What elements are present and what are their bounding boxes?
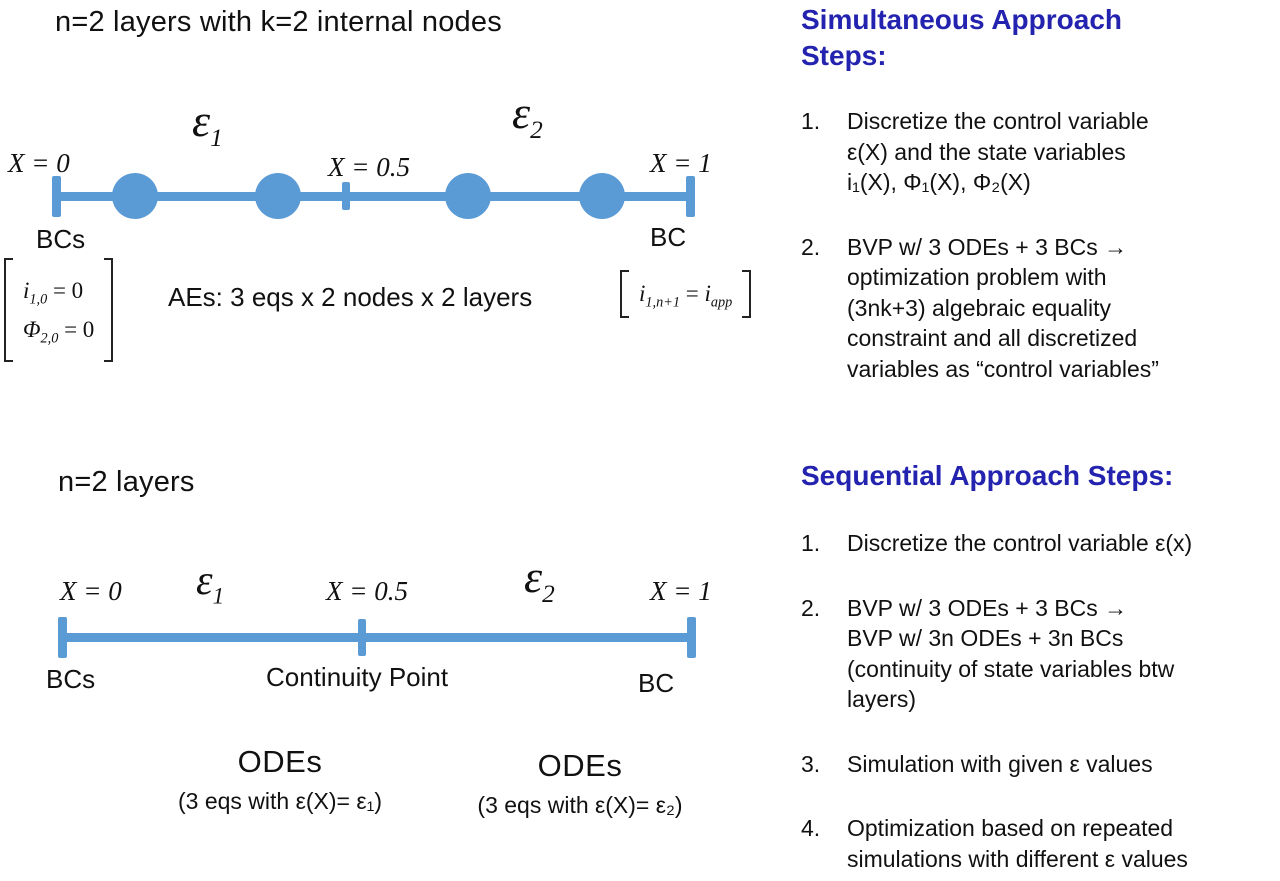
math-subscript: 1,n+1 [645, 294, 680, 311]
epsilon-subscript: 1 [210, 124, 223, 153]
top-midpoint-tick [342, 182, 350, 210]
step-item: BVP w/ 3 ODEs + 3 BCs → optimization pro… [801, 232, 1159, 383]
math-var: i [23, 277, 30, 303]
odes-title: ODEs [537, 748, 623, 783]
continuity-point-label: Continuity Point [266, 662, 449, 692]
math-rest: = [679, 281, 705, 307]
bottom-x0-label: X = 0 [60, 576, 122, 606]
step-item: Discretize the control variable ε(x) [801, 528, 1193, 558]
bc-equations: i1,n+1 = iapp [629, 270, 742, 318]
step-item: Simulation with given ε values [801, 749, 1153, 779]
simultaneous-heading: Simultaneous Approach Steps: [801, 4, 1123, 72]
bottom-bcs-label: BCs [46, 664, 96, 694]
left-square-bracket [4, 258, 13, 362]
math-subscript: 1,0 [29, 291, 48, 308]
math-var: i [704, 281, 711, 307]
odes-subtitle: (3 eqs with ε(X)= ε₁) [177, 788, 382, 814]
step-item: BVP w/ 3 ODEs + 3 BCs → BVP w/ 3n ODEs +… [801, 593, 1175, 713]
bottom-left-endcap [58, 617, 67, 658]
bottom-axis-line [62, 633, 692, 642]
step-item: Discretize the control variable ε(X) and… [801, 106, 1149, 196]
left-square-bracket [620, 270, 629, 318]
internal-node-circle [255, 173, 301, 219]
epsilon-subscript: 2 [530, 116, 543, 145]
math-subscript: 2,0 [40, 330, 59, 347]
step-item: Optimization based on repeated simulatio… [801, 813, 1188, 873]
simultaneous-steps-list: Discretize the control variable ε(X) and… [801, 106, 1280, 419]
internal-node-circle [579, 173, 625, 219]
epsilon-symbol: ε [512, 87, 531, 138]
epsilon-symbol: ε [192, 95, 211, 146]
epsilon-subscript: 2 [542, 580, 555, 609]
approach-steps-panel: Simultaneous Approach Steps: Discretize … [795, 0, 1280, 881]
bottom-bc-label: BC [638, 668, 675, 698]
bottom-epsilon2-label: ε2 [524, 554, 555, 607]
bottom-right-endcap [687, 617, 696, 658]
top-epsilon2-label: ε2 [512, 90, 543, 143]
top-axis-line [57, 192, 692, 201]
top-epsilon1-label: ε1 [192, 98, 223, 151]
right-square-bracket [742, 270, 752, 318]
top-right-endcap [686, 176, 695, 217]
top-diagram-title: n=2 layers with k=2 internal nodes [55, 6, 502, 38]
math-var: Φ [23, 317, 41, 342]
bottom-diagram-title: n=2 layers [58, 466, 195, 498]
bc-equation: Φ2,0 = 0 [23, 317, 95, 346]
math-rest: = 0 [58, 317, 95, 342]
bc-equation: i1,n+1 = iapp [639, 281, 732, 310]
bottom-epsilon1-label: ε1 [196, 560, 224, 607]
epsilon-symbol: ε [196, 558, 213, 604]
internal-node-circle [445, 173, 491, 219]
bottom-x1-label: X = 1 [650, 576, 712, 606]
top-left-endcap [52, 176, 61, 217]
top-x05-label: X = 0.5 [328, 152, 410, 182]
left-boundary-conditions-matrix: i1,0 = 0 Φ2,0 = 0 [4, 258, 114, 362]
odes-subtitle: (3 eqs with ε(X)= ε₂) [477, 792, 683, 818]
math-subscript: app [710, 294, 733, 311]
right-boundary-condition: i1,n+1 = iapp [620, 270, 752, 318]
aes-label: AEs: 3 eqs x 2 nodes x 2 layers [168, 282, 533, 312]
epsilon-subscript: 1 [212, 582, 225, 609]
odes-right-block: ODEs (3 eqs with ε(X)= ε₂) [425, 748, 735, 819]
bc-equations: i1,0 = 0 Φ2,0 = 0 [13, 258, 104, 362]
sequential-heading: Sequential Approach Steps: [801, 460, 1174, 491]
top-bcs-label: BCs [36, 224, 86, 254]
math-var: i [639, 281, 646, 307]
right-square-bracket [104, 258, 114, 362]
bc-equation: i1,0 = 0 [23, 277, 94, 307]
top-x0-label: X = 0 [8, 148, 70, 178]
bottom-x05-label: X = 0.5 [326, 576, 408, 606]
sequential-steps-list: Discretize the control variable ε(x) BVP… [801, 528, 1280, 881]
top-x1-label: X = 1 [650, 148, 712, 178]
odes-left-block: ODEs (3 eqs with ε(X)= ε₁) [130, 744, 430, 815]
top-bc-label: BC [650, 222, 687, 252]
bottom-midpoint-tick [358, 619, 366, 656]
epsilon-symbol: ε [524, 551, 543, 602]
odes-title: ODEs [237, 744, 323, 779]
internal-node-circle [112, 173, 158, 219]
math-rest: = 0 [47, 277, 84, 303]
